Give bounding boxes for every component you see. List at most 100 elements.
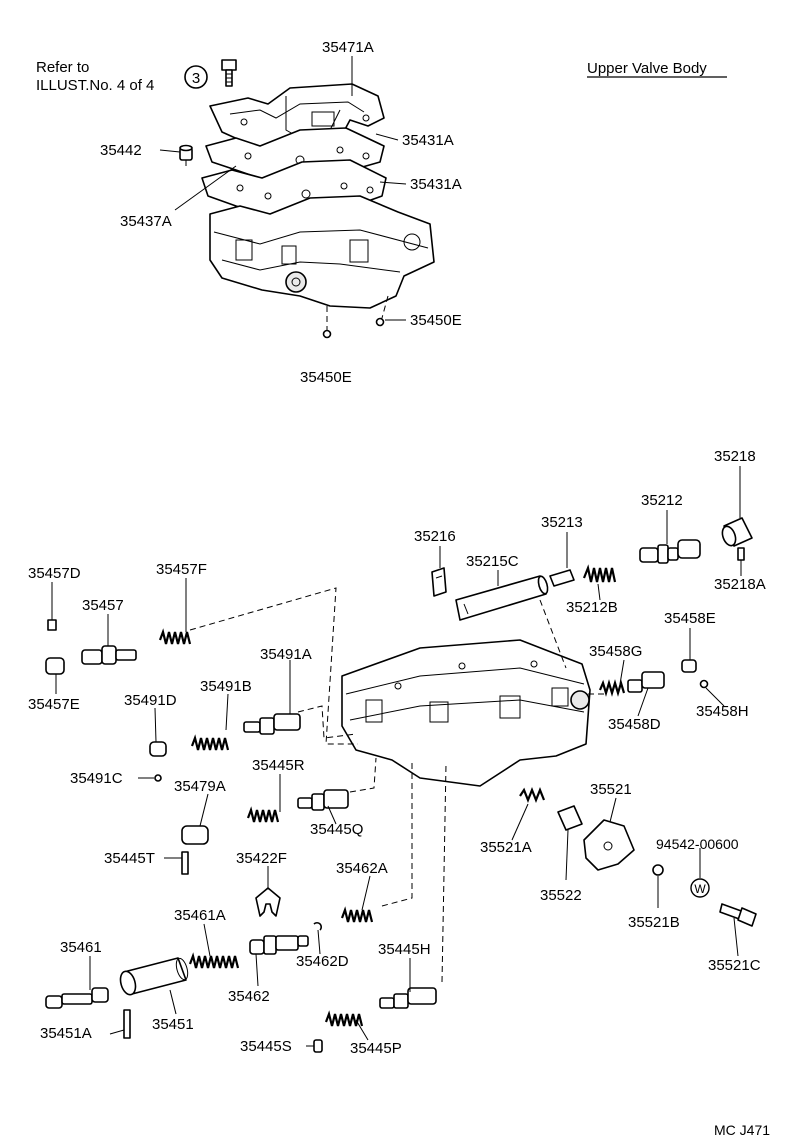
callout-35491A: 35491A xyxy=(260,646,312,663)
bolt-reference-icon xyxy=(221,59,237,87)
spring-35212B xyxy=(582,564,617,583)
footer-code: MC J471 xyxy=(714,1122,770,1138)
callout-35450E-right: 35450E xyxy=(410,312,462,329)
callout-35445T: 35445T xyxy=(104,850,155,867)
callout-35218A: 35218A xyxy=(714,576,766,593)
callout-35442: 35442 xyxy=(100,142,142,159)
callout-35457D: 35457D xyxy=(28,565,81,582)
callout-35458D: 35458D xyxy=(608,716,661,733)
callout-35445Q: 35445Q xyxy=(310,821,363,838)
bolt-35521C xyxy=(719,903,757,927)
spring-35445P xyxy=(324,1010,364,1027)
cap-35442 xyxy=(179,144,193,161)
plug-35457E xyxy=(45,657,65,675)
callout-94542-00600: 94542-00600 xyxy=(656,836,739,852)
valve-35462 xyxy=(249,935,309,955)
spring-35491B xyxy=(190,734,230,751)
valve-35212 xyxy=(639,539,701,564)
valve-35457 xyxy=(81,645,137,665)
callout-35212B: 35212B xyxy=(566,599,618,616)
clip-35462D xyxy=(313,921,323,931)
plug-35479A xyxy=(181,825,209,845)
callout-35457E: 35457E xyxy=(28,696,80,713)
valve-35445Q xyxy=(297,789,349,811)
washer-35521B xyxy=(652,864,664,876)
refer-text-line2: ILLUST.No. 4 of 4 xyxy=(36,77,154,94)
pin-35445T xyxy=(181,851,189,875)
callout-35462: 35462 xyxy=(228,988,270,1005)
valve-35491A xyxy=(243,713,301,735)
detent-plate-35521 xyxy=(583,819,635,871)
callout-35522: 35522 xyxy=(540,887,582,904)
callout-35451A: 35451A xyxy=(40,1025,92,1042)
spring-35458G xyxy=(598,679,626,697)
callout-35479A: 35479A xyxy=(174,778,226,795)
callout-35445S: 35445S xyxy=(240,1038,292,1055)
clip-35422F xyxy=(255,887,281,917)
callout-35216: 35216 xyxy=(414,528,456,545)
end-plug-35218 xyxy=(721,517,753,547)
callout-35491B: 35491B xyxy=(200,678,252,695)
callout-35521: 35521 xyxy=(590,781,632,798)
callout-35212: 35212 xyxy=(641,492,683,509)
pin-35451A xyxy=(123,1009,131,1039)
callout-35521A: 35521A xyxy=(480,839,532,856)
check-ball-35450E-right xyxy=(375,317,385,327)
callout-35445R: 35445R xyxy=(252,757,305,774)
callout-35451: 35451 xyxy=(152,1016,194,1033)
retainer-35218A xyxy=(737,547,745,561)
washer-symbol-letter: W xyxy=(694,882,706,896)
lower-valve-body-casting xyxy=(341,639,591,787)
plug-35213 xyxy=(549,569,575,587)
valve-35445H xyxy=(379,987,437,1009)
callout-35445P: 35445P xyxy=(350,1040,402,1057)
assembly-dashed-lines xyxy=(189,587,604,983)
callout-35458G: 35458G xyxy=(589,643,642,660)
callout-35458E: 35458E xyxy=(664,610,716,627)
callout-35461: 35461 xyxy=(60,939,102,956)
callout-35491D: 35491D xyxy=(124,692,177,709)
spring-35457F xyxy=(158,628,192,645)
spring-35461A xyxy=(188,952,240,969)
callout-35521B: 35521B xyxy=(628,914,680,931)
retainer-35457D xyxy=(47,619,57,631)
valve-35458D xyxy=(627,671,665,693)
retainer-35445S xyxy=(313,1039,323,1053)
upper-valve-body-casting xyxy=(209,195,435,309)
callout-35431A-upper: 35431A xyxy=(402,132,454,149)
callout-35491C: 35491C xyxy=(70,770,123,787)
callout-35458H: 35458H xyxy=(696,703,749,720)
washer-symbol-94542-00600: W xyxy=(690,878,710,898)
upper-leader-lines xyxy=(159,56,407,330)
callout-35445H: 35445H xyxy=(378,941,431,958)
reference-circle-number: 3 xyxy=(192,70,200,87)
callout-35521C: 35521C xyxy=(708,957,761,974)
lower-leader-lines xyxy=(51,466,742,1047)
sleeve-35451 xyxy=(119,957,189,996)
callout-35471A: 35471A xyxy=(322,39,374,56)
reference-circle-marker: 3 xyxy=(184,65,208,89)
callout-35462D: 35462D xyxy=(296,953,349,970)
callout-35422F: 35422F xyxy=(236,850,287,867)
spring-35462A xyxy=(340,906,374,923)
callout-35213: 35213 xyxy=(541,514,583,531)
callout-35462A: 35462A xyxy=(336,860,388,877)
callout-35215C: 35215C xyxy=(466,553,519,570)
ring-35491C xyxy=(154,774,162,782)
refer-text-line1: Refer to xyxy=(36,59,89,76)
clip-35216 xyxy=(431,567,447,597)
callout-35450E-lower: 35450E xyxy=(300,369,352,386)
callout-35218: 35218 xyxy=(714,448,756,465)
check-ball-35450E-lower xyxy=(322,329,332,339)
plug-35491D xyxy=(149,741,167,757)
callout-35461A: 35461A xyxy=(174,907,226,924)
valve-35461 xyxy=(45,987,109,1009)
spring-35445R xyxy=(246,806,280,823)
plug-35458E xyxy=(681,659,697,673)
callout-35457: 35457 xyxy=(82,597,124,614)
ring-35458H xyxy=(699,679,709,689)
sleeve-35215C xyxy=(455,575,549,621)
callout-35457F: 35457F xyxy=(156,561,207,578)
